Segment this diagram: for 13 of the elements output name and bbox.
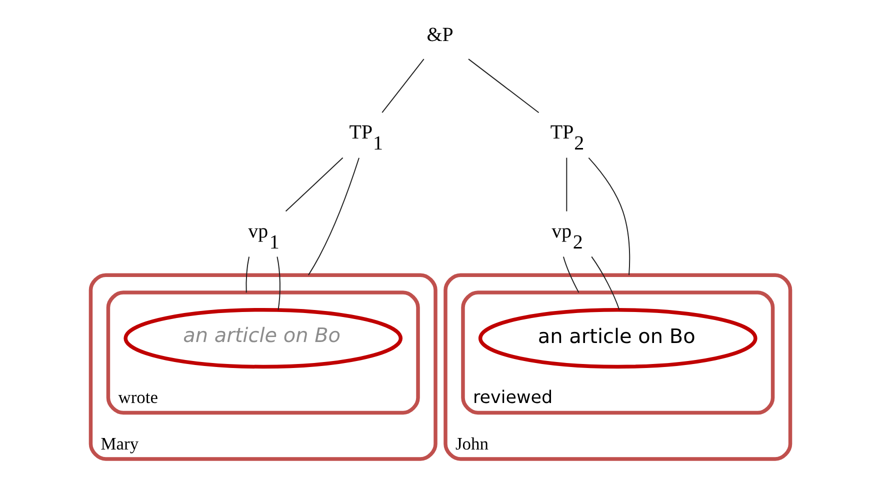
connector <box>285 156 344 212</box>
connector <box>276 256 280 310</box>
connector <box>468 58 540 113</box>
connector <box>246 256 250 293</box>
node-text: &P <box>426 24 454 46</box>
node-ellipse: an article on Bo <box>478 308 758 368</box>
connector <box>566 156 568 212</box>
connector <box>562 256 580 293</box>
node-ellipse: an article on Bo <box>124 308 403 368</box>
connector <box>308 156 360 276</box>
connector <box>588 156 630 276</box>
connector <box>382 58 424 113</box>
connector <box>591 256 620 310</box>
